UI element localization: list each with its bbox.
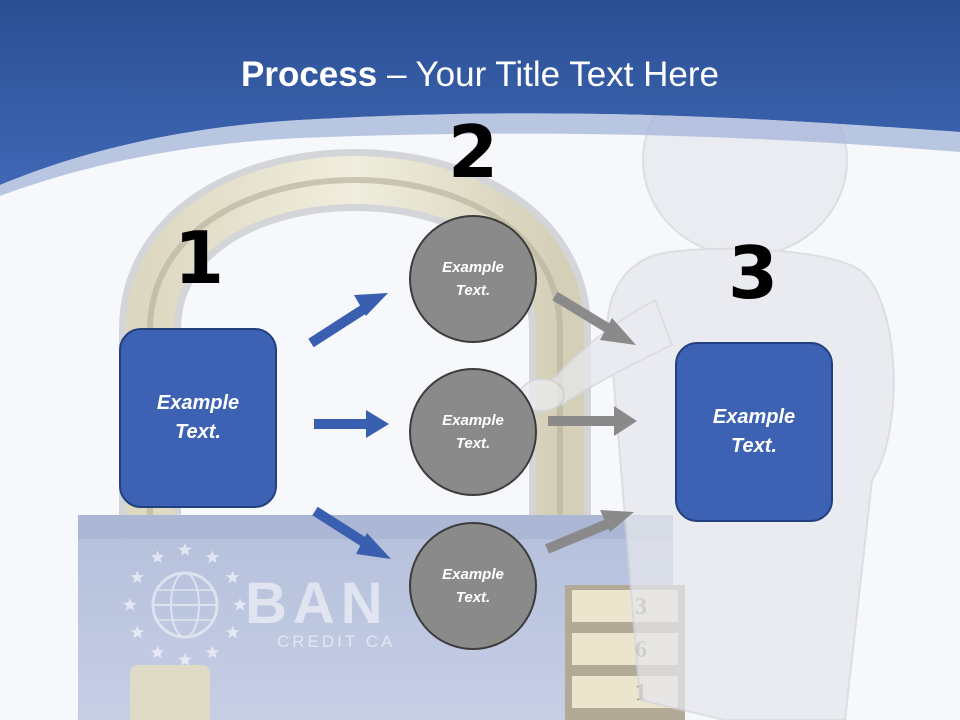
step-1-label: Example Text. <box>156 392 240 443</box>
arrow-icon <box>552 291 636 345</box>
step-2-circle-top: Example Text. <box>409 215 537 343</box>
title-bold: Process <box>241 55 378 94</box>
header-accent-swoosh <box>0 113 960 196</box>
star-icon <box>123 598 137 611</box>
star-icon <box>150 645 165 659</box>
header-band <box>0 0 960 185</box>
arrow-icon <box>314 410 389 438</box>
star-icon <box>233 598 247 611</box>
star-icon <box>123 543 247 666</box>
credit-card-text: CREDIT CA <box>277 632 395 651</box>
title-rest: – Your Title Text Here <box>377 55 719 94</box>
star-icon <box>226 625 240 639</box>
globe-icon <box>151 571 219 639</box>
step-2-circle-middle: Example Text. <box>409 368 537 496</box>
star-icon <box>130 570 144 584</box>
step-number-1: 1 <box>173 216 225 300</box>
star-icon <box>150 550 165 563</box>
step-2-circle-label: Example Text. <box>442 412 504 452</box>
star-icon <box>205 645 220 659</box>
step-2-circle-bottom: Example Text. <box>409 522 537 650</box>
arrow-icon <box>545 510 634 554</box>
padlock-icon <box>78 149 685 720</box>
bank-text: BAN <box>245 571 389 636</box>
step-2-circle-label: Example Text. <box>442 566 504 606</box>
step-2-circle-label: Example Text. <box>442 259 504 299</box>
star-icon <box>130 625 144 639</box>
arrow-icon <box>308 293 388 348</box>
star-icon <box>178 653 192 666</box>
arrow-icon <box>312 506 391 559</box>
star-icon <box>205 550 220 563</box>
step-3-box: Example Text. <box>675 342 833 522</box>
step-number-3: 3 <box>727 231 779 315</box>
star-icon <box>226 570 240 584</box>
arrow-icon <box>548 406 637 436</box>
step-3-label: Example Text. <box>712 406 796 457</box>
page-title: Process – Your Title Text Here <box>0 54 960 96</box>
star-icon <box>178 543 192 556</box>
step-1-box: Example Text. <box>119 328 277 508</box>
step-number-2: 2 <box>447 110 499 194</box>
